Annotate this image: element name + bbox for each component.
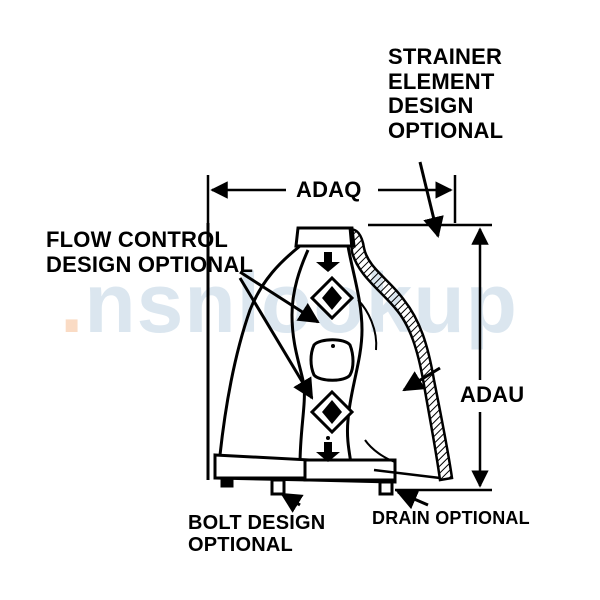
bolt-design-label: BOLT DESIGN OPTIONAL	[188, 512, 326, 557]
width-dimension	[206, 175, 457, 223]
height-dimension-label: ADAU	[458, 382, 527, 408]
strainer-element-label: STRAINER ELEMENT DESIGN OPTIONAL	[388, 44, 504, 143]
watermark-dot: .	[60, 256, 85, 350]
strainer-housing	[348, 228, 454, 482]
strainer-body	[213, 226, 397, 496]
leader-lines	[238, 161, 444, 513]
flow-control-label: FLOW CONTROL DESIGN OPTIONAL	[46, 227, 254, 277]
width-dimension-label: ADAQ	[296, 177, 362, 202]
flow-indicators	[309, 252, 355, 462]
drain-label: DRAIN OPTIONAL	[372, 508, 530, 528]
